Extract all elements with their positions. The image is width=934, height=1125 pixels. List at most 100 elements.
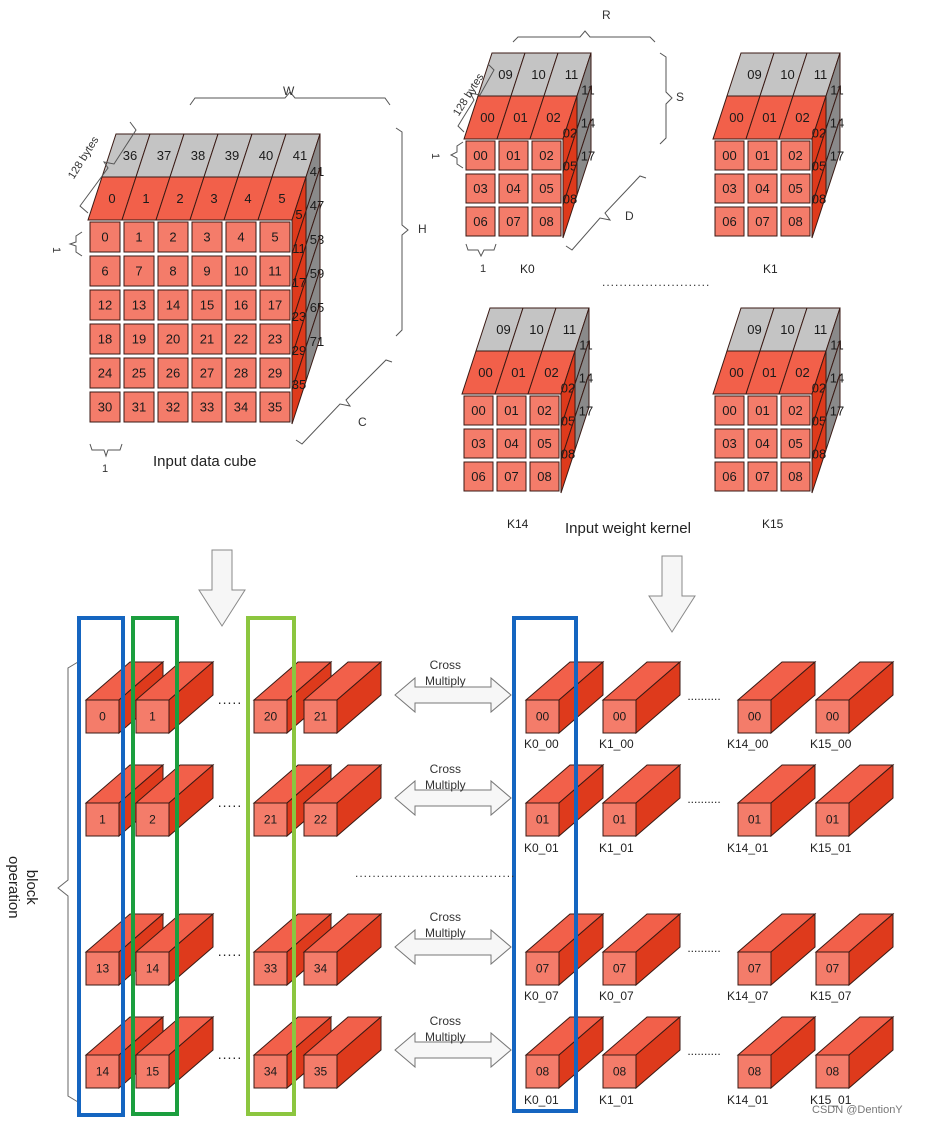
data-cube-front-cell: [89, 221, 121, 253]
data-cube-gray-top-label: 41: [293, 148, 307, 163]
row2-kernel-bar-4-front: [815, 802, 850, 837]
kernel-k15-gray-top-label: 09: [747, 322, 761, 337]
row3-data-bar-3-label: 33: [264, 962, 278, 976]
row3-kernel-bar-3: 07: [736, 912, 817, 987]
row1-kernel-bar-3: 00: [736, 660, 817, 735]
kernel-k15-top-label: 01: [762, 365, 776, 380]
row2-kernel-bar-1-front: [525, 802, 560, 837]
data-one-horizontal-label: 1: [102, 463, 109, 475]
row1-data-bar-2-label: 1: [149, 710, 156, 724]
dimension-s-label: S: [676, 90, 685, 104]
kernel-k14-front-label: 04: [504, 436, 518, 451]
data-cube-top-label: 4: [244, 191, 251, 206]
highlight-blue-data: [77, 616, 125, 1117]
data-cube-gray-side-label: 41: [310, 164, 324, 179]
kernel-name-k1: K1: [763, 262, 778, 276]
data-cube-front-cell: [123, 289, 155, 321]
kernel-k0-front-cell: [498, 173, 529, 204]
kernel-k14-front-label: 07: [504, 469, 518, 484]
kernel-k1-front-label: 01: [755, 148, 769, 163]
input-data-cube-caption: Input data cube: [153, 453, 257, 470]
row2-kernel-dots: ..........: [687, 792, 720, 806]
row1-kernel-bar-4-label: 00: [826, 710, 840, 724]
data-cube-front-cell: [157, 357, 189, 389]
row2-kernel-bar-4: 01: [814, 763, 895, 838]
row2-kernel-bar-2-label: 01: [613, 813, 627, 827]
data-cube-front-cell: [157, 391, 189, 423]
row1-cross-arrow: [394, 676, 512, 714]
data-cube-front-label: 8: [169, 263, 176, 278]
kernel-k1-front-label: 04: [755, 181, 769, 196]
row4-data-dots: .....: [218, 1046, 242, 1062]
kernel-k1-top-label: 00: [729, 110, 743, 125]
data-cube-front-cell: [225, 221, 257, 253]
data-cube-front-label: 22: [234, 331, 248, 346]
kernel-k1-front-cell: [780, 140, 811, 171]
row2-data-bar-2: 2: [134, 763, 215, 838]
row3-data-bar-4: 34: [302, 912, 383, 987]
kernel-k1-front-cell: [714, 206, 745, 237]
row1-data-bar-4: 21: [302, 660, 383, 735]
row2-kernel-bar-1: 01: [524, 763, 605, 838]
kernel-k14-front-cell: [496, 461, 527, 492]
row4-kernel-bar-1-label: 08: [536, 1065, 550, 1079]
kernel-k0-side-label: 02: [563, 125, 577, 140]
data-cube-front-cell: [157, 323, 189, 355]
dimension-d-label: D: [625, 209, 634, 223]
kernel-k1-gray-side-label: 14: [830, 115, 844, 130]
data-cube-front-label: 25: [132, 365, 146, 380]
data-cube-front-label: 15: [200, 297, 214, 312]
row2-kernel-bar-3-front: [737, 802, 772, 837]
row2-data-dots: .....: [218, 794, 242, 810]
row3-kernel-bar-1: 07: [524, 912, 605, 987]
row4-kernel-bar-2-label: 08: [613, 1065, 627, 1079]
kernel-k15-front-label: 02: [788, 403, 802, 418]
data-cube-front-label: 19: [132, 331, 146, 346]
data-cube-front-label: 20: [166, 331, 180, 346]
kernel-k1-side-label: 08: [812, 191, 826, 206]
data-cube-front-label: 18: [98, 331, 112, 346]
data-cube-front-label: 31: [132, 399, 146, 414]
row3-kernel-bar-3-front: [737, 951, 772, 986]
row4-kernel-bar-3: 08: [736, 1015, 817, 1090]
kernel-k1-front-cell: [714, 173, 745, 204]
row1-kernel-bar-1: 00: [524, 660, 605, 735]
data-cube-front-cell: [191, 323, 223, 355]
kernel-k0-front-label: 04: [506, 181, 520, 196]
kernel-k14-front-cell: [529, 395, 560, 426]
row4-klabel-3: K14_01: [727, 1093, 769, 1107]
brace-data-one-v: [68, 231, 83, 257]
row3-data-bar-1-label: 13: [96, 962, 110, 976]
data-cube-front-label: 23: [268, 331, 282, 346]
kernel-k14-front-cell: [496, 395, 527, 426]
row4-data-bar-3-label: 34: [264, 1065, 278, 1079]
data-cube-front-cell: [259, 391, 291, 423]
highlight-blue-kernel: [512, 616, 578, 1113]
data-cube-front-label: 6: [101, 263, 108, 278]
data-cube-side-label: 29: [292, 343, 306, 358]
kernel-k1-side-label: 02: [812, 125, 826, 140]
data-cube-front-label: 24: [98, 365, 112, 380]
brace-kernel-one-h: [465, 243, 497, 258]
dimension-w-label: W: [283, 84, 295, 98]
kernel-k0-front-label: 08: [539, 214, 553, 229]
data-cube-gray-side-label: 47: [310, 198, 324, 213]
row2-klabel-1: K0_01: [524, 841, 559, 855]
data-cube-front-cell: [157, 221, 189, 253]
row2-klabel-2: K1_01: [599, 841, 634, 855]
kernel-k14-gray-top-label: 09: [496, 322, 510, 337]
row4-kernel-bar-2-front: [602, 1054, 637, 1089]
data-cube-side-cell: [291, 346, 307, 425]
data-cube-gray-top-label: 37: [157, 148, 171, 163]
row2-kernel-bar-2: 01: [601, 763, 682, 838]
row2-data-bar-1-front: [85, 802, 120, 837]
kernel-k15-front-label: 07: [755, 469, 769, 484]
data-cube-front-cell: [259, 221, 291, 253]
row3-data-bar-4-label: 34: [314, 962, 328, 976]
data-cube-gray-side-label: 71: [310, 334, 324, 349]
kernel-k15-front-label: 05: [788, 436, 802, 451]
data-cube-front-cell: [191, 255, 223, 287]
kernel-k1-front-cell: [747, 206, 778, 237]
kernel-k15-gray-top-label: 10: [780, 322, 794, 337]
